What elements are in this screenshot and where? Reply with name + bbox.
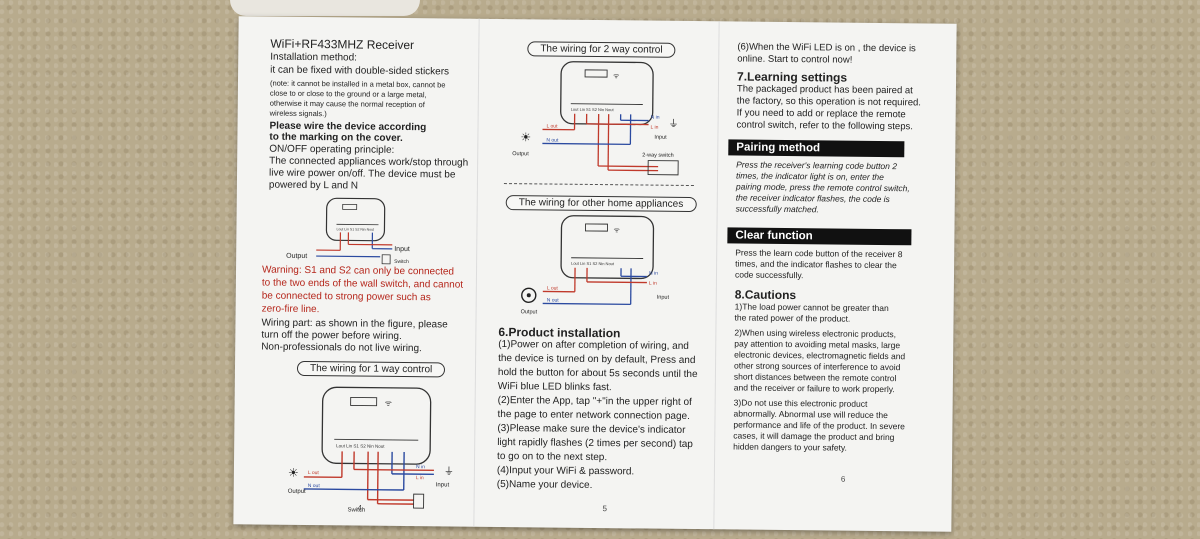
cautions-heading: 8.Cautions <box>734 287 797 303</box>
svg-text:L out: L out <box>547 285 559 291</box>
caution-line: the rated power of the product. <box>734 312 851 324</box>
page-5: The wiring for 2 way control ᯤ Lout Lin … <box>473 18 715 530</box>
svg-text:☀: ☀ <box>520 130 531 144</box>
caution-line: hidden dangers to your safety. <box>733 441 847 453</box>
svg-text:L in: L in <box>649 281 657 287</box>
svg-text:N out: N out <box>308 483 321 489</box>
svg-text:L out: L out <box>547 123 559 129</box>
installation-line: the page to enter network connection pag… <box>497 408 690 423</box>
svg-text:L in: L in <box>416 475 424 481</box>
wiring-diagram-small: Lout Lin S1 S2 Nin Nout Output Input Swi… <box>286 197 410 265</box>
product-installation-heading: 6.Product installation <box>498 324 621 341</box>
svg-text:Lout Lin S1 S2 Nin Nout: Lout Lin S1 S2 Nin Nout <box>571 107 615 112</box>
svg-text:N in: N in <box>651 115 660 121</box>
svg-text:ᯤ: ᯤ <box>613 73 620 80</box>
installation-line: WiFi blue LED blinks fast. <box>497 380 612 394</box>
svg-text:L in: L in <box>651 125 659 131</box>
note-line: wireless signals.) <box>269 108 327 119</box>
svg-text:N in: N in <box>649 271 658 277</box>
svg-text:ᯤ: ᯤ <box>613 227 620 234</box>
svg-text:⏚: ⏚ <box>669 118 679 130</box>
svg-text:Lout Lin S1 S2 Nin Nout: Lout Lin S1 S2 Nin Nout <box>571 261 615 266</box>
page-number: 6 <box>840 474 846 484</box>
svg-text:⏚: ⏚ <box>444 465 454 477</box>
install-line: it can be fixed with double-sided sticke… <box>270 64 450 78</box>
clear-line: code successfully. <box>734 269 804 281</box>
caution-line: and the receiver or failure to work prop… <box>733 382 895 395</box>
wiring-1way-title: The wiring for 1 way control <box>296 360 446 378</box>
installation-line: hold the button for about 5s seconds unt… <box>497 366 698 381</box>
page-4: WiFi+RF433MHZ Receiver Installation meth… <box>233 16 474 526</box>
switch-label: Switch <box>347 507 366 514</box>
pairing-line: successfully matched. <box>735 203 819 215</box>
pairing-method-heading: Pairing method <box>728 139 905 158</box>
install-heading: Installation method: <box>270 51 358 64</box>
svg-text:N out: N out <box>547 297 560 303</box>
page-6: (6)When the WiFi LED is on , the device … <box>713 21 958 532</box>
wiring-diagram-appliances: ᯤ Lout Lin S1 S2 Nin Nout Output L out N… <box>521 215 670 315</box>
principle-line: powered by L and N <box>268 179 359 192</box>
warning-line: be connected to strong power such as <box>261 290 431 304</box>
svg-text:Input: Input <box>394 246 410 253</box>
learning-line: control switch, refer to the following s… <box>736 119 913 133</box>
instruction-leaflet: WiFi+RF433MHZ Receiver Installation meth… <box>233 16 958 532</box>
svg-text:N in: N in <box>416 464 425 470</box>
svg-text:ᯤ: ᯤ <box>385 399 392 408</box>
warning-line: Warning: S1 and S2 can only be connected <box>261 264 455 278</box>
svg-text:Lout Lin S1 S2 Nin Nout: Lout Lin S1 S2 Nin Nout <box>336 227 374 231</box>
svg-text:Output: Output <box>521 309 538 315</box>
svg-text:Input: Input <box>657 295 670 301</box>
svg-text:Input: Input <box>436 482 450 488</box>
svg-text:☀: ☀ <box>288 466 299 480</box>
product-title: WiFi+RF433MHZ Receiver <box>270 36 415 53</box>
svg-text:N out: N out <box>546 137 559 143</box>
wiring-diagram-1way: ᯤ Lout Lin S1 S2 Nin Nout ☀ Output L out <box>288 386 454 509</box>
svg-text:Switch: Switch <box>394 259 409 265</box>
warning-line: zero-fire line. <box>261 303 320 316</box>
clear-function-heading: Clear function <box>727 227 912 246</box>
online-line: online. Start to control now! <box>737 53 853 66</box>
warning-line: to the two ends of the wall switch, and … <box>261 277 464 291</box>
svg-text:Input: Input <box>654 135 667 141</box>
page-number: 5 <box>602 504 608 514</box>
svg-text:Output: Output <box>512 151 529 157</box>
installation-line: light rapidly flashes (2 times per secon… <box>497 436 693 451</box>
page-number: 4 <box>357 503 363 513</box>
background-fabric-highlight <box>230 0 420 16</box>
section-divider <box>503 183 694 187</box>
installation-line: (3)Please make sure the device's indicat… <box>497 422 686 436</box>
installation-line: the device is turned on by default, Pres… <box>498 352 696 367</box>
wiring-part-line: Non-professionals do not live wiring. <box>261 341 422 355</box>
svg-text:Output: Output <box>288 489 306 495</box>
svg-text:L out: L out <box>308 470 320 476</box>
learning-settings-heading: 7.Learning settings <box>737 69 848 85</box>
wiring-2way-title: The wiring for 2 way control <box>527 41 676 58</box>
svg-text:Output: Output <box>286 253 307 260</box>
installation-line: (5)Name your device. <box>496 478 593 491</box>
svg-text:2-way switch: 2-way switch <box>642 152 674 158</box>
svg-text:Lout Lin S1 S2 Nin Nout: Lout Lin S1 S2 Nin Nout <box>336 443 385 449</box>
installation-line: (2)Enter the App, tap "+"in the upper ri… <box>497 394 692 409</box>
wiring-other-title: The wiring for other home appliances <box>505 195 697 213</box>
wiring-diagram-2way: ᯤ Lout Lin S1 S2 Nin Nout ☀ Output L o <box>512 61 679 176</box>
installation-line: (4)Input your WiFi & password. <box>496 464 635 478</box>
installation-line: to go on to the next step. <box>497 450 608 464</box>
installation-line: (1)Power on after completion of wiring, … <box>498 338 689 352</box>
